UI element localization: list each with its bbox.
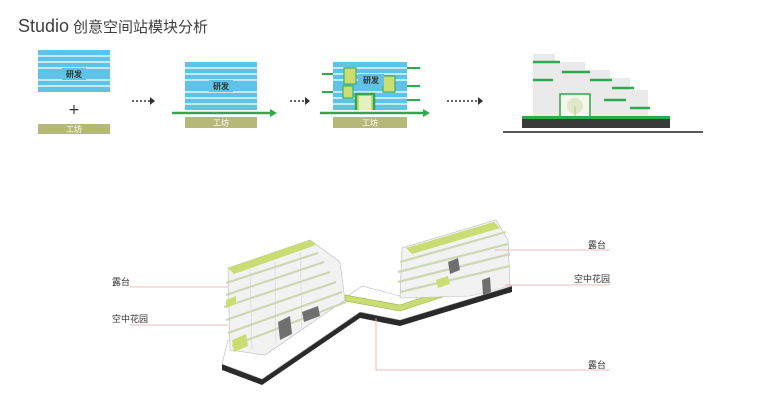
arrow-1 xyxy=(132,97,155,105)
callout-right-sky-garden: 空中花园 xyxy=(574,273,610,285)
plus-symbol: + xyxy=(68,102,80,118)
right-tower xyxy=(397,219,511,299)
step-3-stack: 研发 工坊 xyxy=(320,62,430,128)
step3-research-label: 研发 xyxy=(363,75,380,85)
massing-model xyxy=(221,219,514,385)
step-1-stack: 研发 + 工坊 xyxy=(38,50,110,134)
step3-workshop-block xyxy=(333,117,407,128)
step1-workshop-label: 工坊 xyxy=(66,124,82,134)
step1-workshop-block xyxy=(38,124,110,134)
callout-bottom-terrace: 露台 xyxy=(588,359,606,371)
callout-left-sky-garden: 空中花园 xyxy=(112,313,148,325)
step-2-stack: 研发 工坊 xyxy=(172,62,277,128)
step2-workshop-label: 工坊 xyxy=(213,118,229,128)
title-en: Studio xyxy=(18,16,70,36)
step3-workshop-label: 工坊 xyxy=(362,118,378,128)
step2-research-label: 研发 xyxy=(213,81,230,91)
left-tower xyxy=(223,239,347,356)
step-4-section xyxy=(503,54,703,133)
callout-right-terrace: 露台 xyxy=(588,239,606,251)
title-cn: 创意空间站模块分析 xyxy=(73,18,209,36)
callout-left-terrace: 露台 xyxy=(112,276,130,288)
arrow-3 xyxy=(447,97,483,105)
step1-research-label: 研发 xyxy=(66,69,83,79)
arrow-2 xyxy=(290,97,310,105)
step2-workshop-block xyxy=(185,117,257,128)
callout-lines xyxy=(130,249,610,371)
